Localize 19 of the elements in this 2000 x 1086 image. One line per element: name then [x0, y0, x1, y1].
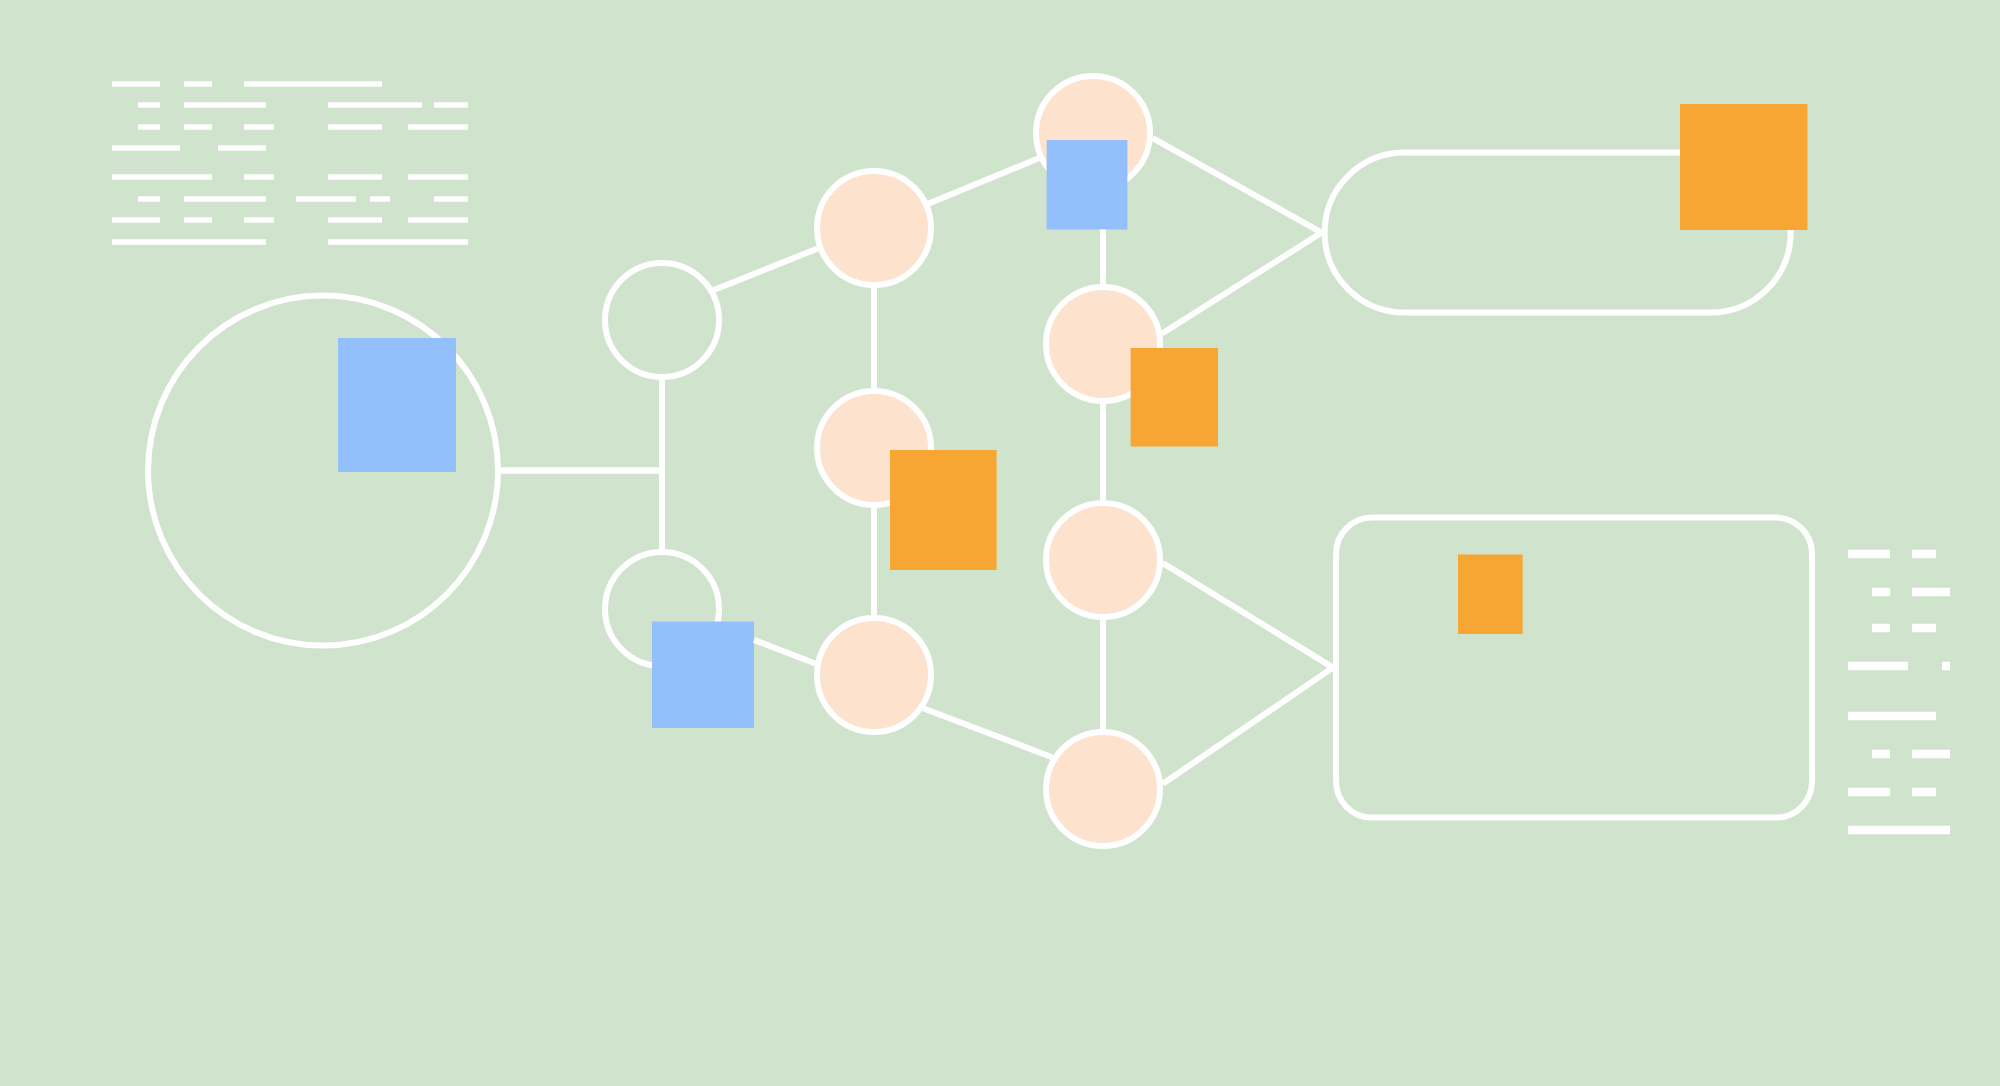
connector-line [712, 245, 819, 293]
connector-line [1100, 619, 1106, 729]
connector-line [871, 507, 877, 615]
circle-node [814, 168, 934, 288]
connector-line [752, 637, 817, 667]
connector-line [1100, 229, 1106, 284]
connector-line [871, 288, 877, 388]
circle-node [1043, 729, 1163, 849]
connector-line [927, 155, 1040, 207]
connector-line [922, 705, 1054, 760]
connector-line [1100, 403, 1106, 500]
connector-line [1161, 560, 1335, 671]
connector-line [501, 467, 665, 549]
circle-node [602, 260, 722, 380]
connector-line [1160, 230, 1324, 337]
circle-node [1043, 500, 1163, 620]
connector-line [1161, 665, 1335, 787]
circle-node [814, 615, 934, 735]
connector-line [1151, 135, 1324, 236]
